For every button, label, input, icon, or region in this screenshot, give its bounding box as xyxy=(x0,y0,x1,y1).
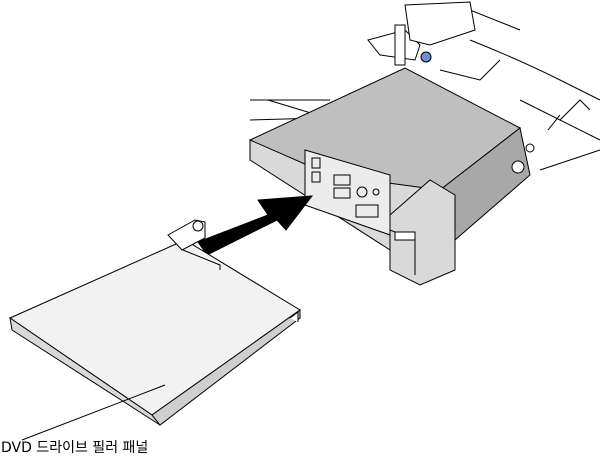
usb-port-icon xyxy=(333,174,351,186)
drive-bay-bracket xyxy=(367,1,501,81)
power-button-icon xyxy=(356,186,368,198)
callout-leader-line xyxy=(21,384,166,441)
dvd-filler-panel xyxy=(8,219,301,426)
front-io-panel xyxy=(304,149,391,236)
insert-direction-arrow-icon xyxy=(197,195,314,256)
usb-port-icon xyxy=(333,187,351,199)
indicator-light-icon xyxy=(311,157,321,169)
filler-panel-callout-label: DVD 드라이브 필러 패널 xyxy=(1,440,149,456)
filler-panel-tab-hole-icon xyxy=(192,220,204,232)
video-port-icon xyxy=(355,204,379,218)
filler-panel-right-face xyxy=(151,309,301,426)
drive-bay-latch xyxy=(389,143,535,286)
indicator-light-icon xyxy=(311,171,321,183)
reset-button-icon xyxy=(372,188,380,196)
